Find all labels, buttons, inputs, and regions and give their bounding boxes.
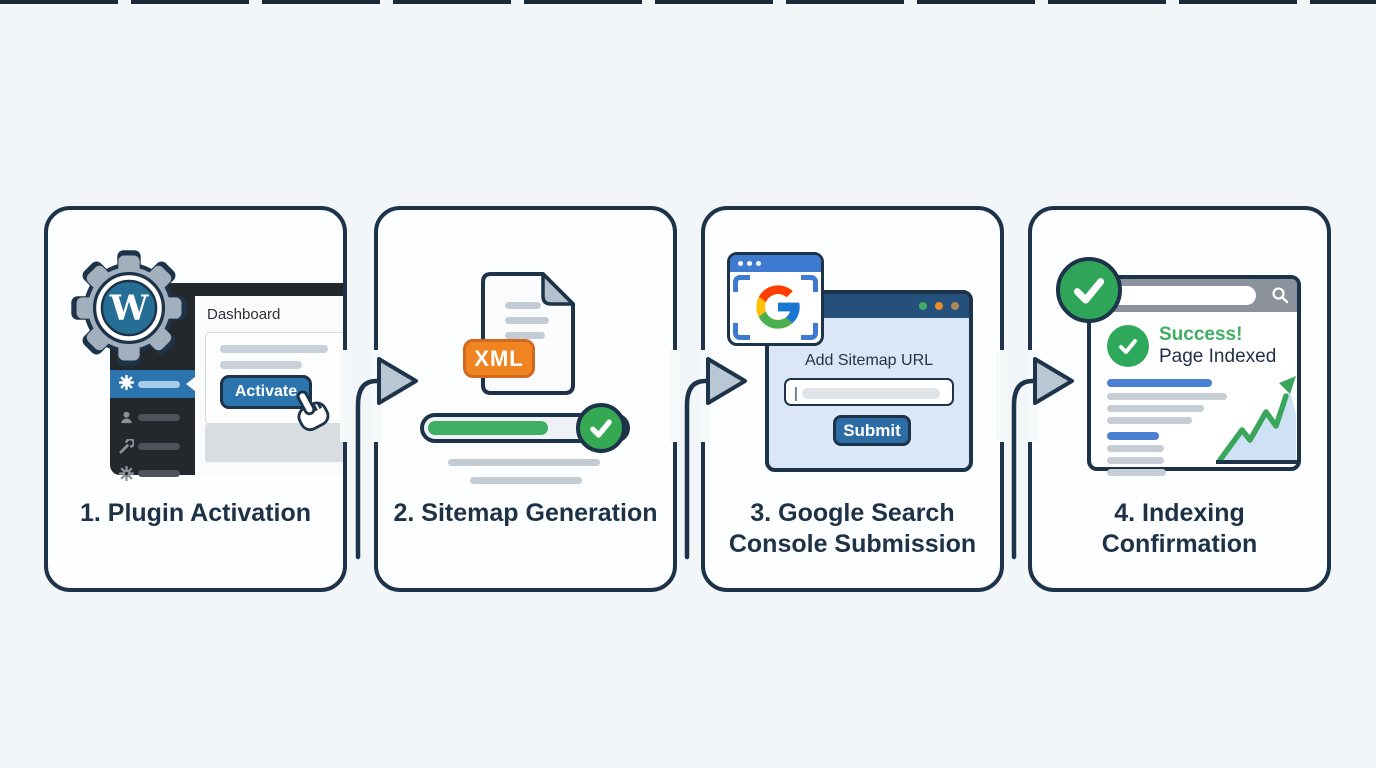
badge-dot [738, 261, 743, 266]
google-g-logo [756, 285, 800, 329]
flow-arrow-2 [669, 350, 747, 560]
frame-corner [801, 323, 818, 340]
text-placeholder-bar [220, 361, 302, 369]
xml-file-badge: XML [463, 339, 535, 378]
activate-button[interactable]: Activate [220, 375, 312, 409]
sidebar-item-users[interactable] [110, 405, 195, 429]
footer-placeholder-strip [205, 424, 343, 462]
titlebar-dot-tan [951, 302, 959, 310]
text-caret: | [794, 385, 798, 402]
frame-corner [801, 275, 818, 292]
result-text-bar [1107, 469, 1166, 476]
result-text-bar [1107, 417, 1192, 424]
result-text-bar [1107, 457, 1164, 464]
gear-icon [119, 466, 134, 481]
badge-dot [756, 261, 761, 266]
wordpress-w-letter: W [109, 288, 150, 328]
frame-corner [733, 323, 750, 340]
admin-content-panel: Dashboard Activate [195, 296, 343, 475]
growth-chart [1216, 376, 1298, 464]
plugin-gear-icon [119, 375, 134, 390]
progress-fill [428, 421, 548, 435]
flow-arrow-1 [340, 350, 418, 560]
browser-topbar [1091, 279, 1297, 312]
address-bar[interactable] [1104, 286, 1256, 305]
result-title-bar [1107, 432, 1159, 440]
menu-label-bar [138, 443, 180, 450]
sitemap-url-label: Add Sitemap URL [804, 352, 934, 369]
wrench-icon [119, 439, 134, 454]
sidebar-item-settings[interactable] [110, 461, 195, 485]
result-text-bar [1107, 445, 1164, 452]
hand-cursor-icon [296, 390, 330, 432]
submit-button[interactable]: Submit [833, 415, 911, 446]
text-placeholder-bar [470, 477, 582, 484]
user-icon [121, 411, 132, 424]
step-card-sitemap-generation: XML 2. Sitemap Generation [374, 206, 677, 592]
step-card-plugin-activation: Dashboard Activate [44, 206, 347, 592]
titlebar-dot-orange [935, 302, 943, 310]
step-title: 4. Indexing Confirmation [1101, 499, 1258, 558]
frame-corner [733, 275, 750, 292]
step-card-console-submission: Add Sitemap URL | Submit [701, 206, 1004, 592]
flow-arrow-3 [996, 350, 1074, 560]
browser-window: Success! Page Indexed [1087, 275, 1301, 476]
badge-dot [747, 261, 752, 266]
menu-label-bar [138, 470, 180, 477]
big-success-check-icon [1056, 257, 1122, 323]
step-title: 1. Plugin Activation [79, 499, 312, 527]
active-item-notch [186, 377, 195, 391]
wordpress-gear-logo: W [71, 250, 187, 366]
google-app-badge [727, 252, 824, 346]
success-text: Success! [1159, 324, 1243, 345]
step-title: 2. Sitemap Generation [393, 499, 658, 527]
success-check-icon [1107, 325, 1149, 367]
input-placeholder-bar [802, 388, 940, 399]
arrow-up-icon [1279, 376, 1296, 394]
badge-titlebar [730, 255, 821, 272]
result-title-bar [1107, 379, 1212, 387]
search-icon [1272, 287, 1289, 304]
menu-label-bar [138, 381, 180, 388]
page-indexed-text: Page Indexed [1159, 346, 1277, 367]
sidebar-item-tools[interactable] [110, 434, 195, 458]
result-text-bar [1107, 393, 1227, 400]
text-placeholder-bar [448, 459, 600, 466]
sitemap-url-input[interactable]: | [784, 378, 954, 406]
top-edge-dashes [0, 0, 1376, 4]
progress-done-check-icon [576, 403, 626, 453]
step-title: 3. Google Search Console Submission [728, 499, 977, 558]
text-placeholder-bar [220, 345, 328, 353]
titlebar-dot-green [919, 302, 927, 310]
result-text-bar [1107, 405, 1204, 412]
dashboard-heading: Dashboard [207, 306, 281, 323]
menu-label-bar [138, 414, 180, 421]
sidebar-item-plugins[interactable] [110, 370, 195, 398]
step-card-indexing-confirmation: Success! Page Indexed 4. Indexing Confir… [1028, 206, 1331, 592]
